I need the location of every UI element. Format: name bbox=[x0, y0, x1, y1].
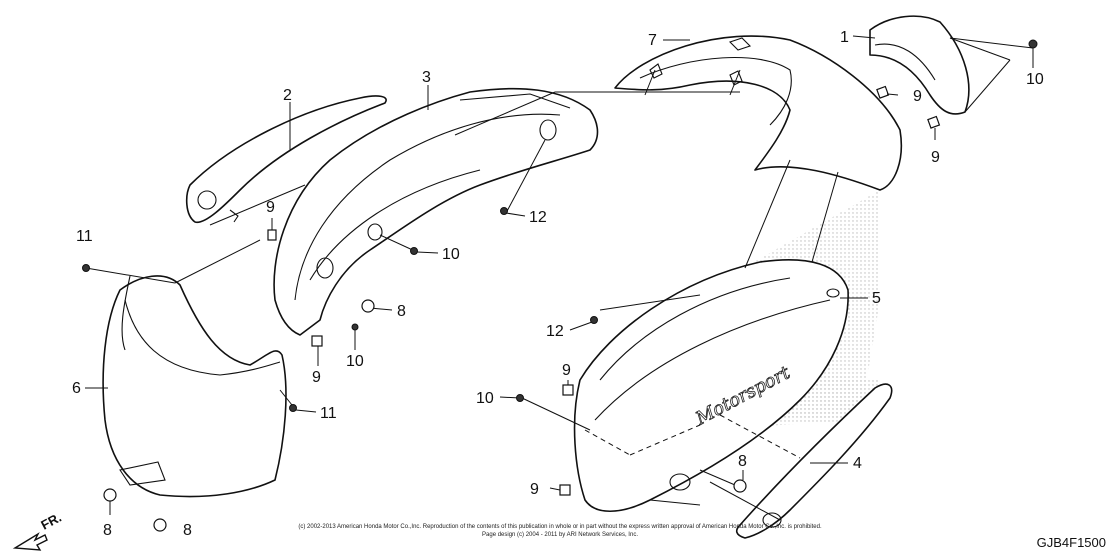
callout-10c[interactable]: 10 bbox=[346, 353, 364, 370]
part-rear-upper-cover[interactable] bbox=[614, 35, 903, 191]
callout-labels: 1 2 3 4 5 6 7 8 8 8 8 9 9 9 9 9 9 10 10 … bbox=[72, 29, 1044, 539]
clip-icon[interactable] bbox=[267, 229, 277, 241]
callout-9a[interactable]: 9 bbox=[913, 88, 922, 105]
fasteners bbox=[82, 39, 1038, 532]
callout-11a[interactable]: 11 bbox=[76, 228, 93, 245]
grommet-icon[interactable] bbox=[733, 479, 747, 493]
callout-10b[interactable]: 10 bbox=[442, 246, 460, 263]
callout-5[interactable]: 5 bbox=[872, 290, 881, 307]
front-arrow-label: FR. bbox=[38, 510, 64, 533]
callout-1[interactable]: 1 bbox=[840, 29, 849, 46]
copyright-line-2: Page design (c) 2004 - 2011 by ARI Netwo… bbox=[482, 532, 638, 538]
part-left-side-panel[interactable] bbox=[273, 87, 599, 336]
callout-9f[interactable]: 9 bbox=[530, 481, 539, 498]
screw-icon[interactable] bbox=[410, 247, 418, 255]
callout-10a[interactable]: 10 bbox=[1026, 71, 1044, 88]
grommet-icon[interactable] bbox=[153, 518, 167, 532]
part-front-lower-cover[interactable] bbox=[102, 275, 287, 498]
callout-4[interactable]: 4 bbox=[853, 455, 862, 472]
part-top-right-cover[interactable] bbox=[869, 15, 970, 129]
callout-9d[interactable]: 9 bbox=[312, 369, 321, 386]
callout-7[interactable]: 7 bbox=[648, 32, 657, 49]
callout-11b[interactable]: 11 bbox=[320, 405, 337, 422]
clip-icon[interactable] bbox=[559, 484, 571, 496]
callout-6[interactable]: 6 bbox=[72, 380, 81, 397]
callout-9b[interactable]: 9 bbox=[931, 149, 940, 166]
callout-3[interactable]: 3 bbox=[422, 69, 431, 86]
callout-8d[interactable]: 8 bbox=[738, 453, 747, 470]
clip-icon[interactable] bbox=[311, 335, 323, 347]
screw-icon[interactable] bbox=[500, 207, 508, 215]
front-arrow: FR. bbox=[12, 510, 64, 551]
arrow-icon bbox=[12, 532, 48, 551]
bolt-icon[interactable] bbox=[1028, 39, 1038, 49]
callout-10d[interactable]: 10 bbox=[476, 390, 494, 407]
callout-12b[interactable]: 12 bbox=[546, 323, 564, 340]
screw-icon[interactable] bbox=[590, 316, 598, 324]
callout-12a[interactable]: 12 bbox=[529, 209, 547, 226]
callout-2[interactable]: 2 bbox=[283, 87, 292, 104]
callout-8b[interactable]: 8 bbox=[103, 522, 112, 539]
grommet-icon[interactable] bbox=[103, 488, 117, 502]
callout-9c[interactable]: 9 bbox=[266, 199, 275, 216]
diagram-code: GJB4F1500 bbox=[1037, 535, 1106, 550]
callout-8c[interactable]: 8 bbox=[183, 522, 192, 539]
part-right-side-cover[interactable] bbox=[573, 259, 849, 512]
part-upper-left-trim[interactable] bbox=[185, 95, 387, 223]
copyright-line-1: (c) 2002-2013 American Honda Motor Co.,I… bbox=[298, 524, 822, 530]
screw-icon[interactable] bbox=[516, 394, 524, 402]
callout-9e[interactable]: 9 bbox=[562, 362, 571, 379]
callout-8a[interactable]: 8 bbox=[397, 303, 406, 320]
part-lower-right-trim[interactable] bbox=[735, 383, 893, 539]
screw-icon[interactable] bbox=[82, 264, 90, 272]
grommet-icon[interactable] bbox=[361, 299, 375, 313]
screw-icon[interactable] bbox=[289, 404, 297, 412]
screw-icon[interactable] bbox=[351, 323, 359, 331]
clip-icon[interactable] bbox=[562, 384, 574, 396]
